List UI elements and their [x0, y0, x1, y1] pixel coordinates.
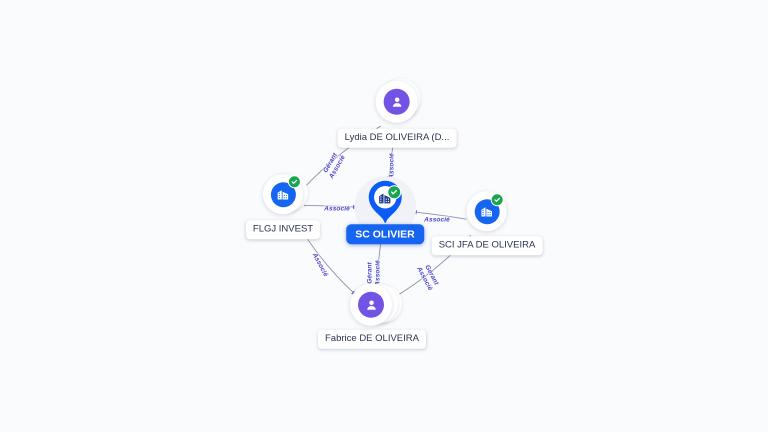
person-glyph: [367, 300, 376, 310]
node-sci-jfa-de-oliveira[interactable]: SCI JFA DE OLIVEIRA: [431, 189, 543, 255]
person-icon[interactable]: [384, 88, 410, 115]
node-flgj-invest[interactable]: FLGJ INVEST: [245, 171, 321, 239]
node-label-flgj-invest[interactable]: FLGJ INVEST: [245, 220, 321, 239]
verified-check-icon: [386, 185, 401, 200]
node-label-sc-olivier[interactable]: SC OLIVIER: [346, 224, 424, 244]
node-label-sci-jfa-de-oliveira[interactable]: SCI JFA DE OLIVEIRA: [431, 236, 543, 255]
node-graphic[interactable]: [374, 78, 421, 125]
edge-sci-jfa-de-oliveira-to-sc-olivier[interactable]: [412, 210, 467, 220]
map-pin-marker[interactable]: [363, 178, 407, 230]
node-graphic[interactable]: [260, 171, 308, 217]
verified-check-icon: [491, 193, 504, 207]
node-sc-olivier[interactable]: SC OLIVIER: [346, 176, 424, 244]
node-fabrice-de-oliveira[interactable]: Fabrice DE OLIVEIRA: [318, 282, 426, 349]
person-glyph: [392, 97, 402, 107]
person-icon[interactable]: [358, 291, 385, 318]
building-glyph: [277, 190, 289, 200]
node-lydia-de-oliveira[interactable]: Lydia DE OLIVEIRA (D...: [337, 78, 457, 148]
node-label-lydia-de-oliveira[interactable]: Lydia DE OLIVEIRA (D...: [337, 128, 457, 148]
verified-check-icon: [288, 175, 301, 189]
node-graphic[interactable]: [465, 189, 509, 233]
edge-flgj-invest-to-sc-olivier[interactable]: [303, 204, 358, 210]
building-glyph: [481, 207, 493, 217]
node-label-fabrice-de-oliveira[interactable]: Fabrice DE OLIVEIRA: [318, 329, 426, 349]
check-glyph: [390, 190, 398, 195]
check-glyph: [494, 197, 501, 202]
building-icon[interactable]: [270, 181, 296, 207]
node-graphic[interactable]: [348, 282, 402, 328]
check-glyph: [291, 179, 298, 184]
